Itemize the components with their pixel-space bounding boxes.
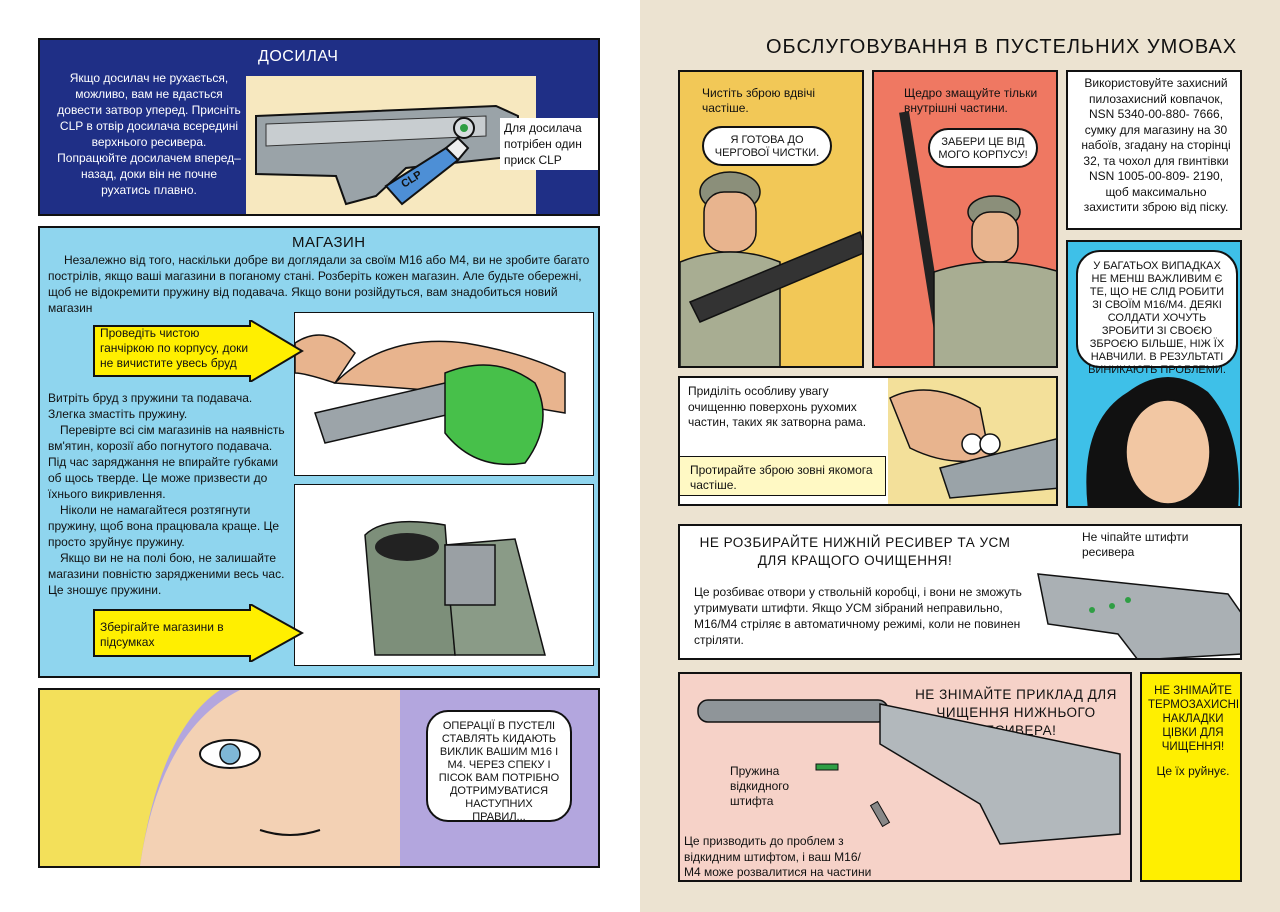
bolt-illustration: CLP [246, 76, 536, 214]
panel-buttstock-label: Пружина відкидного штифта [730, 764, 790, 808]
panel-lower-receiver-text: Це розбиває отвори у ствольній коробці, … [694, 585, 1022, 647]
dosylach-text: Якщо досилач не рухається, можливо, вам … [57, 71, 241, 197]
magazyn-body-p1: Витріть бруд з пружини та подавача. Злег… [48, 391, 253, 421]
dosylach-note: Для досилача потрібен один приск CLP [500, 118, 598, 170]
lower-receiver-drawing [1037, 573, 1240, 658]
panel-lube-inside-bubble: ЗАБЕРИ ЦЕ ВІД МОГО КОРПУСУ! [928, 128, 1038, 168]
panel-lower-receiver: НЕ РОЗБИРАЙТЕ НИЖНІЙ РЕСИВЕР ТА УСМ ДЛЯ … [678, 524, 1242, 660]
right-page: ОБСЛУГОВУВАННЯ В ПУСТЕЛЬНИХ УМОВАХ Чисті… [640, 0, 1280, 912]
desert-intro-bubble: ОПЕРАЦІЇ В ПУСТЕЛІ СТАВЛЯТЬ КИДАЮТЬ ВИКЛ… [426, 710, 572, 823]
magazyn-body: Витріть бруд з пружини та подавача. Злег… [48, 390, 292, 598]
magazine-cleaning-image [294, 312, 594, 476]
magazyn-body-p2: Перевірте всі сім магазинів на наявність… [48, 423, 285, 501]
magazyn-intro: Незалежно від того, наскільки добре ви д… [48, 253, 590, 315]
soldier-rifle-drawing-2 [899, 111, 1056, 366]
arrow-callout-1 [90, 318, 304, 384]
left-page: ДОСИЛАЧ Якщо досилач не рухається, можли… [38, 38, 600, 868]
pouch-drawing [364, 520, 546, 656]
rag-hand-drawing [294, 334, 566, 466]
panel-clean-twice-bubble: Я ГОТОВА ДО ЧЕРГОВОЇ ЧИСТКИ. [702, 126, 832, 166]
arrow-shape-2 [93, 602, 305, 664]
panel-lube-inside: Щедро змащуйте тільки внутрішні частини.… [872, 70, 1058, 368]
arrow-callout-2 [90, 602, 305, 664]
woman-soldier-drawing [1086, 377, 1239, 506]
panel-dont-overdo-bubble: У БАГАТЬОХ ВИПАДКАХ НЕ МЕНШ ВАЖЛИВИМ Є Т… [1076, 250, 1238, 376]
panel-dust-cover: Використовуйте захисний пилозахисний ков… [1066, 70, 1242, 230]
desert-intro-panel: ОПЕРАЦІЇ В ПУСТЕЛІ СТАВЛЯТЬ КИДАЮТЬ ВИКЛ… [38, 688, 600, 868]
panel-dust-cover-text: Використовуйте захисний пилозахисний ков… [1081, 76, 1231, 214]
buttstock-drawing [697, 699, 1121, 845]
panel-handguards-text: Це їх руйнує. [1156, 764, 1230, 778]
panel-moving-parts: Приділіть особливу увагу очищенню поверх… [678, 376, 1058, 506]
magazyn-body-p3: Ніколи не намагайтеся розтягнути пружину… [48, 503, 280, 549]
panel-handguards-title: НЕ ЗНІМАЙТЕ ТЕРМОЗАХИСНІ НАКЛАДКИ ЦІВКИ … [1148, 685, 1240, 753]
panel-moving-parts-caption-2: Протирайте зброю зовні якомога частіше. [680, 456, 886, 496]
panel-lube-inside-caption: Щедро змащуйте тільки внутрішні частини. [904, 86, 1038, 115]
magazyn-body-p4: Якщо ви не на полі бою, не залишайте маг… [48, 551, 285, 597]
panel-moving-parts-caption-1: Приділіть особливу увагу очищенню поверх… [680, 378, 880, 437]
arrow-callout-2-text: Зберігайте магазини в підсумках [100, 620, 224, 649]
panel-lower-receiver-label: Не чіпайте штифти ресивера [1082, 530, 1212, 560]
panel-buttstock: НЕ ЗНІМАЙТЕ ПРИКЛАД ДЛЯ ЧИЩЕННЯ НИЖНЬОГО… [678, 672, 1132, 882]
dosylach-title: ДОСИЛАЧ [258, 48, 339, 65]
panel-handguards: НЕ ЗНІМАЙТЕ ТЕРМОЗАХИСНІ НАКЛАДКИ ЦІВКИ … [1140, 672, 1242, 882]
magazyn-panel: МАГАЗИН Незалежно від того, наскільки до… [38, 226, 600, 678]
receiver-drawing: CLP [246, 76, 536, 214]
magazine-pouch-image [294, 484, 594, 666]
panel-buttstock-text: Це призводить до проблем з відкидним шти… [684, 834, 872, 879]
arrow-shape-1 [93, 318, 304, 384]
panel-clean-twice: Чистіть зброю вдвічі частіше. Я ГОТОВА Д… [678, 70, 864, 368]
hand-rifle-drawing [888, 378, 1056, 504]
woman-face-drawing [40, 690, 400, 866]
panel-lower-receiver-title: НЕ РОЗБИРАЙТЕ НИЖНІЙ РЕСИВЕР ТА УСМ ДЛЯ … [699, 535, 1011, 568]
panel-clean-twice-caption: Чистіть зброю вдвічі частіше. [702, 86, 816, 115]
panel-dont-overdo: У БАГАТЬОХ ВИПАДКАХ НЕ МЕНШ ВАЖЛИВИМ Є Т… [1066, 240, 1242, 508]
dosylach-panel: ДОСИЛАЧ Якщо досилач не рухається, можли… [38, 38, 600, 216]
arrow-callout-1-text: Проведіть чистою ганчіркою по корпусу, д… [100, 326, 249, 370]
right-page-title: ОБСЛУГОВУВАННЯ В ПУСТЕЛЬНИХ УМОВАХ [766, 36, 1238, 58]
magazyn-title: МАГАЗИН [292, 234, 366, 251]
soldier-rifle-drawing-1 [680, 171, 862, 366]
